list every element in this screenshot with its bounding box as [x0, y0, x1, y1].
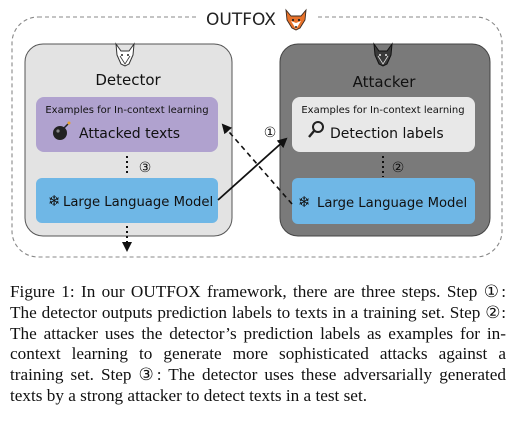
fox-icon — [285, 8, 307, 31]
step2-marker: ② — [392, 160, 405, 176]
detector-title: Detector — [95, 71, 161, 89]
magnifier-icon — [308, 121, 324, 138]
snowflake-icon-attacker: ❄ — [298, 193, 311, 211]
step3-marker: ③ — [139, 160, 152, 176]
detector-examples-label: Examples for In-context learning — [45, 105, 208, 116]
bomb-icon — [53, 121, 71, 140]
figure-caption: Figure 1: In our OUTFOX framework, there… — [10, 282, 506, 405]
detector-llm-box — [36, 178, 218, 223]
attacker-examples-box — [292, 97, 475, 152]
step1-arrow — [217, 137, 288, 201]
step1-marker: ① — [264, 125, 277, 141]
wolf-icon-detector — [115, 42, 135, 67]
framework-title: OUTFOX — [206, 10, 276, 30]
attacker-examples-content: Detection labels — [330, 126, 444, 142]
outfox-diagram: OUTFOX Detector Examples for In-context … — [11, 8, 503, 258]
snowflake-icon-detector: ❄ — [48, 192, 61, 210]
detector-examples-box — [36, 97, 218, 152]
attacker-llm-label: Large Language Model — [317, 196, 467, 211]
wolf-icon-attacker — [373, 42, 393, 67]
detector-llm-label: Large Language Model — [63, 195, 213, 210]
attacker-examples-label: Examples for In-context learning — [301, 105, 464, 116]
attacker-llm-box — [292, 178, 475, 224]
attacker-title: Attacker — [353, 73, 417, 91]
detector-examples-content: Attacked texts — [79, 126, 180, 142]
